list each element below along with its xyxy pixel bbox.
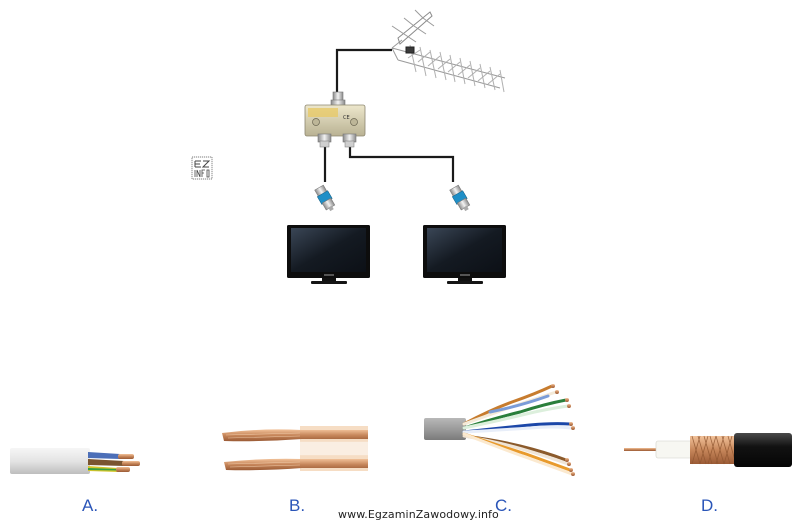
option-label-d: D. [701,496,718,515]
tv-left-icon [287,225,370,284]
watermark-text: www.EgzaminZawodowy.info [338,508,499,521]
tv-antenna-icon [391,9,506,93]
ez-info-logo [191,156,213,180]
coax-cable-lines [323,48,455,182]
f-connector-right-icon [449,184,471,212]
svg-text:CE: CE [343,115,350,121]
option-label-b: B. [289,496,306,515]
cable-d-image [624,433,792,467]
tv-right-icon [423,225,506,284]
option-label-a: A. [82,496,99,515]
cable-c-image [424,384,575,476]
antenna-splitter-icon: CE [304,91,366,148]
cable-a-image [10,448,140,474]
f-connector-left-icon [314,184,336,212]
option-label-c: C. [495,496,512,515]
cable-b-image [222,426,368,471]
